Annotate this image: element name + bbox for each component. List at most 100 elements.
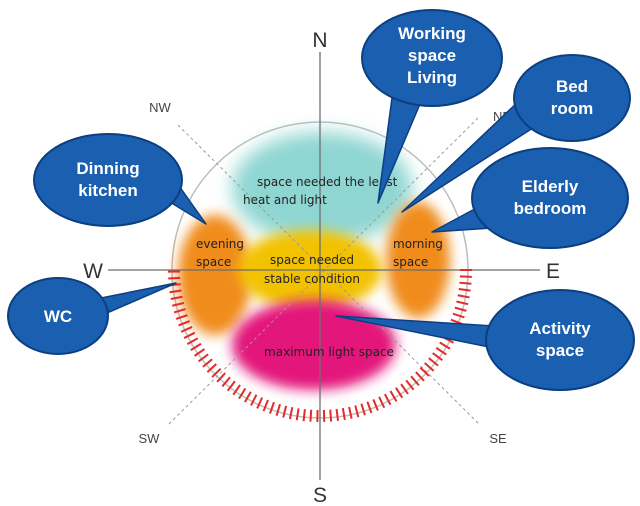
southwest-label: SW [139, 431, 161, 446]
center-label-1: space needed [270, 253, 354, 267]
wall-hatch-tick [180, 326, 193, 333]
wall-hatch-tick [282, 405, 288, 418]
wall-hatch-tick [190, 342, 202, 351]
wall-hatch-tick [186, 337, 199, 346]
elderly-bubble [471, 147, 629, 249]
wall-hatch-tick [206, 363, 217, 373]
bedroom-bubble [513, 54, 631, 142]
wall-hatch-tick [456, 300, 469, 306]
wall-hatch-tick [439, 341, 451, 350]
dinning-line-1: Dinning [76, 159, 139, 178]
southeast-label: SE [489, 431, 507, 446]
wall-hatch-tick [309, 409, 313, 422]
wall-hatch-tick [170, 295, 183, 300]
wall-hatch-tick [250, 394, 258, 406]
wall-hatch-tick [383, 393, 392, 406]
wall-hatch-tick [405, 379, 415, 391]
morning-label-1: morning [393, 237, 443, 251]
wall-hatch-tick [244, 391, 252, 403]
wc-bubble [7, 277, 109, 355]
northwest-label: NW [149, 100, 171, 115]
wall-hatch-tick [262, 399, 269, 412]
activity-bubble [485, 289, 635, 391]
wall-hatch-tick [348, 406, 353, 419]
working-line-1: Working [398, 24, 466, 43]
cool-zone [232, 132, 412, 244]
callout-wc: WC [7, 277, 177, 355]
wall-hatch-tick [302, 409, 306, 422]
wall-hatch-tick [288, 407, 294, 420]
wall-hatch-tick [194, 348, 206, 357]
wall-hatch-tick [335, 408, 339, 422]
wall-hatch-tick [428, 357, 439, 367]
wall-hatch-tick [458, 288, 471, 292]
callout-activity-space: Activity space [335, 289, 635, 391]
wall-hatch-tick [202, 358, 213, 368]
wall-hatch-tick [329, 409, 333, 422]
wall-hatch-tick [457, 294, 470, 299]
wall-hatch-tick [175, 314, 188, 320]
wall-hatch-tick [394, 387, 404, 399]
elderly-line-1: Elderly [522, 177, 579, 196]
wall-hatch-tick [256, 397, 264, 409]
bedroom-line-2: room [551, 99, 594, 118]
cool-zone-label-2: heat and light [243, 193, 327, 207]
wall-hatch-tick [452, 312, 465, 319]
south-label: S [313, 484, 327, 506]
north-label: N [312, 29, 327, 52]
callout-elderly-bedroom: Elderly bedroom [431, 147, 629, 249]
ne-sw-line [167, 117, 479, 426]
wall-hatch-tick [424, 362, 435, 372]
wall-hatch-tick [169, 289, 182, 294]
wall-hatch-tick [410, 375, 420, 387]
wall-hatch-tick [275, 403, 281, 416]
callout-working-space: Working space Living [361, 9, 503, 204]
diagonal-lines [167, 117, 481, 426]
callout-bedroom: Bed room [401, 54, 631, 213]
evening-label-1: evening [196, 237, 244, 251]
wall-hatch-tick [269, 401, 275, 414]
cool-zone-label-1: space needed the least [257, 175, 398, 189]
wall-hatch-tick [459, 281, 472, 285]
evening-label-2: space [196, 255, 231, 269]
wall-hatch-tick [198, 353, 209, 363]
wall-hatch-tick [389, 390, 398, 402]
wall-hatch-tick [354, 405, 360, 418]
max-light-label: maximum light space [264, 345, 394, 359]
nw-se-line [177, 124, 481, 426]
dinning-bubble [33, 133, 183, 227]
callout-dinning-kitchen: Dinning kitchen [33, 133, 207, 227]
working-line-2: space [408, 46, 456, 65]
wall-hatch-tick [360, 403, 366, 416]
center-label-2: stable condition [264, 272, 360, 286]
wall-hatch-tick [366, 401, 373, 414]
wall-hatch-tick [435, 347, 447, 356]
wall-hatch-tick [172, 301, 185, 307]
west-orange-zone [178, 215, 252, 335]
wall-hatch-tick [419, 366, 430, 377]
wall-hatch-tick [378, 396, 386, 409]
dinning-line-2: kitchen [78, 181, 138, 200]
wall-hatch-tick [400, 383, 409, 395]
wall-hatch-tick [216, 372, 226, 383]
elderly-line-2: bedroom [514, 199, 587, 218]
wall-hatch-tick [178, 320, 191, 327]
wall-hatch-tick [211, 367, 222, 378]
wall-hatch-tick [454, 306, 467, 312]
wall-hatch-tick [226, 380, 236, 392]
wall-hatch-tick [432, 352, 443, 362]
wall-hatch-tick [173, 308, 186, 314]
wall-hatch-tick [168, 276, 181, 280]
wall-hatch-tick [221, 376, 231, 388]
wall-hatch-tick [238, 387, 247, 400]
working-line-3: Living [407, 68, 457, 87]
east-label: E [546, 260, 560, 283]
bedroom-line-1: Bed [556, 77, 588, 96]
wc-label: WC [44, 307, 72, 326]
bottom-magenta-zone [232, 300, 396, 390]
activity-line-1: Activity [529, 319, 591, 338]
wall-hatch-tick [341, 407, 346, 421]
activity-line-2: space [536, 341, 584, 360]
wall-hatch-tick [295, 408, 300, 421]
